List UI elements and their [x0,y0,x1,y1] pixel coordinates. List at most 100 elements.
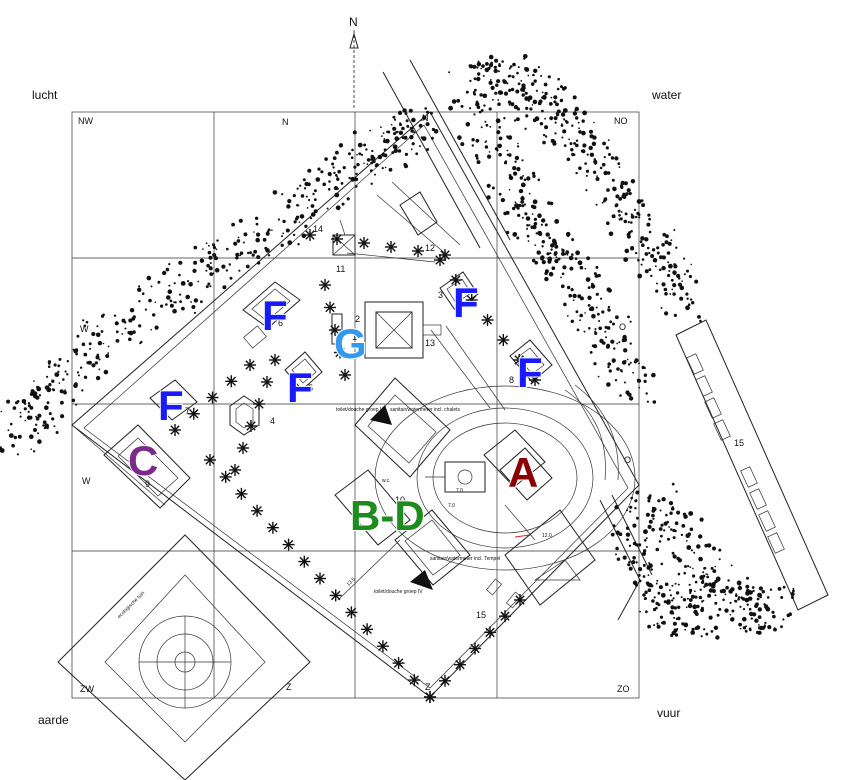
shrub-dot [659,255,663,260]
palm-tree-icon [439,249,451,261]
shrub-dot [190,301,193,303]
shrub-dot [85,320,89,324]
shrub-dot [639,610,641,613]
shrub-dot [366,163,369,166]
shrub-dot [593,362,597,366]
shrub-dot [460,104,464,108]
shrub-dot [559,98,564,103]
building-11-14: 14 11 [313,219,356,274]
shrub-dot [495,118,501,124]
shrub-dot [526,227,529,230]
shrub-dot [561,248,563,250]
shrub-dot [718,607,722,611]
shrub-dot [688,598,693,602]
shrub-dot [393,118,397,121]
shrub-dot [594,331,598,335]
shrub-dot [392,115,396,119]
shrub-dot [398,130,404,135]
shrub-dot [658,268,662,272]
palm-tree-icon [498,610,512,623]
shrub-dot [729,601,732,605]
shrub-dot [448,105,453,111]
shrub-dot [381,153,386,157]
shrub-dot [628,191,632,196]
shrub-dot [516,145,520,148]
shrub-dot [637,213,641,217]
shrub-dot [508,103,511,106]
shrub-dot [748,596,753,601]
shrub-dot [647,499,651,503]
shrub-dot [456,98,461,103]
shrub-dot [745,590,750,596]
shrub-dot [595,292,599,296]
dim-label-2: 7.0 [448,503,455,509]
shrub-dot [590,134,594,138]
label-14: 14 [313,224,323,234]
shrub-dot [677,616,681,621]
shrub-dot [254,216,259,220]
shrub-dot [251,253,255,257]
shrub-dot [173,301,176,304]
shrub-dot [521,93,525,97]
shrub-dot [478,110,482,114]
shrub-dot [475,100,479,104]
shrub-dot [520,196,525,201]
shrub-dot [301,233,307,239]
shrub-dot [763,624,766,627]
shrub-dot [537,213,542,218]
shrub-dot [380,135,383,138]
shrub-dot [629,342,632,345]
grid-label-nw: NW [78,116,93,126]
shrub-dot [89,347,92,350]
palm-tree-icon [253,398,265,410]
shrub-dot [353,165,357,169]
dim-label-1: 7.0 [456,488,463,494]
sanitary-block-iv: toilet/douche groep IV sanitair/watermet… [374,509,500,595]
shrub-dot [200,300,203,304]
shrub-dot [643,366,646,370]
shrub-dot [508,189,511,191]
shrub-dot [527,95,533,101]
shrub-dot [710,566,714,570]
label-4: 4 [270,416,275,426]
label-11: 11 [336,264,345,274]
shrub-dot [758,586,764,591]
shrub-dot [598,326,602,331]
shrub-dot [569,266,574,271]
shrub-dot [468,64,472,68]
shrub-dot [172,308,177,314]
shrub-dot [513,171,518,176]
shrub-dot [724,593,727,596]
shrub-dot [335,150,339,155]
palm-tree-icon [225,375,238,388]
shrub-dot [682,512,687,516]
shrub-dot [58,382,61,384]
shrub-dot [525,114,529,118]
shrub-dot [113,314,117,317]
shrub-dot [645,537,648,540]
shrub-dot [33,391,38,396]
shrub-dot [255,237,260,243]
shrub-dot [544,223,548,227]
shrub-dot [255,222,259,226]
palm-tree-icon [169,424,181,436]
shrub-dot [494,91,498,95]
shrub-dot [394,136,400,141]
shrub-dot [636,516,639,520]
shrub-dot [666,520,669,524]
shrub-dot [490,61,494,65]
shrub-dot [537,178,541,182]
shrub-dot [538,232,543,236]
shrub-dot [758,624,760,626]
shrub-dot [688,583,691,586]
shrub-dot [382,132,385,135]
palm-tree-icon [269,354,281,366]
shrub-dot [554,259,559,264]
shrub-dot [568,293,572,298]
shrub-dot [606,221,610,225]
shrub-dot [304,224,308,228]
shrub-dot [645,610,648,614]
shrub-dot [661,265,666,271]
shrub-dot [501,60,504,63]
shrub-dot [655,289,659,293]
